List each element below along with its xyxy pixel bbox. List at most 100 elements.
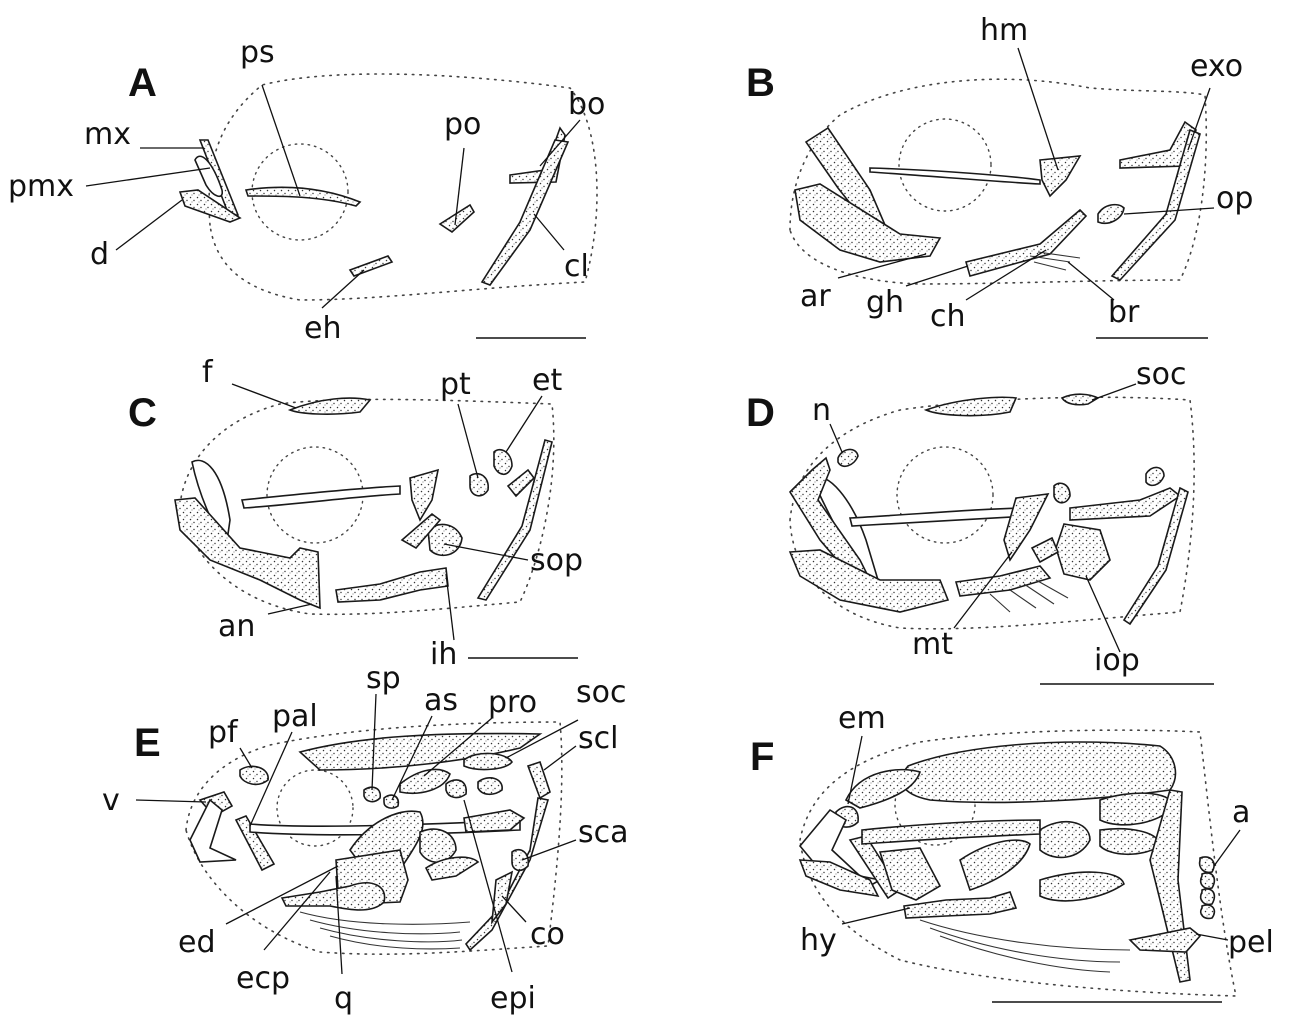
label-ar: ar — [800, 279, 831, 314]
leader-pel — [1196, 934, 1228, 940]
label-an: an — [218, 609, 255, 644]
label-f: f — [202, 355, 214, 390]
leader-ih — [446, 574, 454, 640]
panel-letter-e: E — [134, 721, 161, 765]
panel-d: D n soc mt iop — [746, 357, 1214, 684]
label-em: em — [838, 701, 886, 736]
leader-pt — [458, 404, 478, 478]
bone-supraoccipital-e — [464, 753, 512, 769]
label-iop: iop — [1094, 643, 1140, 678]
bone-angular-c — [175, 498, 320, 608]
leader-d — [116, 200, 182, 250]
branchiostegal-rays-f — [920, 920, 1130, 972]
panel-b: B hm exo op ar gh ch br — [746, 13, 1253, 338]
label-sp: sp — [366, 661, 401, 696]
bone-scapula-e — [512, 850, 528, 871]
leader-hy — [842, 908, 910, 924]
label-ed: ed — [178, 925, 216, 960]
label-pro: pro — [488, 685, 537, 720]
leader-scl — [544, 746, 576, 770]
bone-supracleithrum-d — [1146, 467, 1164, 485]
label-ch: ch — [930, 299, 966, 334]
bone-epihyal-a — [350, 256, 392, 276]
bone-actinost-3-f — [1201, 889, 1215, 904]
bone-parasphenoid-c — [242, 486, 400, 508]
leader-v — [136, 800, 206, 802]
bone-interopercle-d — [1056, 524, 1110, 580]
leader-n — [830, 424, 842, 452]
panel-letter-c: C — [128, 391, 157, 435]
label-bo: bo — [568, 87, 605, 122]
label-co: co — [530, 917, 565, 952]
eye-circle-b — [899, 119, 991, 211]
label-sca: sca — [578, 815, 629, 850]
bone-nasal-d — [838, 449, 858, 466]
bone-metapterygoid-f — [1040, 822, 1090, 858]
label-epi: epi — [490, 981, 536, 1016]
label-mx: mx — [84, 117, 131, 152]
panel-a: A ps mx pmx d po bo cl eh — [8, 35, 605, 346]
panel-f: F em a hy pel — [750, 701, 1274, 1002]
bone-hyomandibula-f — [960, 840, 1030, 890]
bone-actinost-1-f — [1200, 857, 1214, 872]
bone-autosphenotic-e — [384, 795, 398, 808]
bone-parasphenoid-a — [246, 187, 360, 206]
bone-actinost-2-f — [1201, 873, 1215, 888]
label-a: a — [1232, 795, 1250, 830]
bone-hyomandibula-b — [1040, 156, 1080, 196]
bone-interhyal-c — [336, 568, 448, 602]
label-eh: eh — [304, 311, 341, 346]
label-ps: ps — [240, 35, 275, 70]
panel-letter-b: B — [746, 61, 775, 105]
bone-epiotic-e — [446, 780, 466, 798]
bone-parasphenoid-d — [850, 508, 1030, 526]
label-ih: ih — [430, 637, 457, 672]
label-hy: hy — [800, 923, 837, 958]
panel-letter-a: A — [128, 61, 157, 105]
label-cl: cl — [564, 249, 589, 284]
leader-co — [502, 896, 526, 922]
label-soc-e: soc — [576, 675, 626, 710]
leader-pf — [240, 748, 252, 768]
leader-a — [1214, 830, 1240, 866]
panel-c: C f pt et sop an ih — [128, 355, 583, 672]
label-d: d — [90, 237, 109, 272]
label-mt: mt — [912, 627, 953, 662]
label-v: v — [102, 783, 120, 818]
bone-opercle-small-d — [1032, 538, 1058, 562]
label-hm: hm — [980, 13, 1028, 48]
eye-circle-d — [897, 447, 993, 543]
label-exo: exo — [1190, 49, 1243, 84]
leader-et — [506, 396, 542, 452]
leader-ecp — [264, 872, 330, 950]
bone-ceratohyal-b — [966, 210, 1086, 276]
bone-pelvic-f — [1130, 928, 1200, 952]
leader-ps — [262, 85, 300, 196]
bone-frontal-c — [290, 398, 370, 414]
leader-f — [232, 384, 296, 408]
bone-opercle-b — [1098, 205, 1124, 224]
label-as: as — [424, 683, 458, 718]
panel-letter-f: F — [750, 735, 774, 779]
bone-supracleithrum-c — [508, 470, 534, 496]
leader-eh — [322, 270, 364, 308]
leader-hm — [1018, 48, 1058, 170]
label-pel: pel — [1228, 925, 1274, 960]
label-br: br — [1108, 295, 1140, 330]
branchiostegal-rays-e — [300, 912, 470, 949]
bone-frontal-d — [926, 397, 1016, 415]
leader-pmx — [86, 168, 210, 186]
leader-soc-d — [1092, 384, 1136, 400]
label-op: op — [1216, 181, 1253, 216]
bone-extrascapular-c — [494, 450, 512, 475]
bone-hyomandibula-c — [410, 470, 438, 520]
bone-pterotic-e — [478, 778, 502, 794]
label-po: po — [444, 107, 481, 142]
bone-subopercle-f — [1100, 829, 1160, 854]
bone-prefrontal-e — [240, 766, 268, 784]
label-ecp: ecp — [236, 961, 290, 996]
bone-posttemporal-c — [470, 474, 488, 496]
panel-letter-d: D — [746, 391, 775, 435]
label-q: q — [334, 981, 353, 1016]
label-sop: sop — [530, 543, 583, 578]
